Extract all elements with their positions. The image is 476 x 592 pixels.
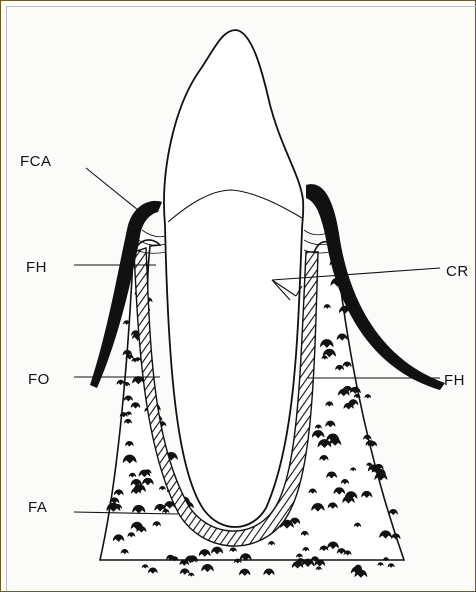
bone-cell [388,563,395,568]
tooth [164,30,303,527]
bone-cell [389,509,398,515]
bone-cell [239,569,250,576]
bone-cell [364,394,371,398]
bone-cell [316,566,322,570]
label-fh-right: FH [444,372,465,389]
bone-cell [263,568,274,575]
bone-cell [148,568,158,574]
label-fa: FA [28,499,47,516]
bone-cell [201,564,214,572]
bone-cell [377,562,383,566]
bone-cell [142,564,149,568]
bone-cell [180,568,190,574]
label-fo: FO [28,371,50,388]
bone-cell [117,380,125,385]
label-fh-left: FH [26,259,47,276]
label-cr: CR [446,263,469,280]
label-fca: FCA [20,153,52,170]
